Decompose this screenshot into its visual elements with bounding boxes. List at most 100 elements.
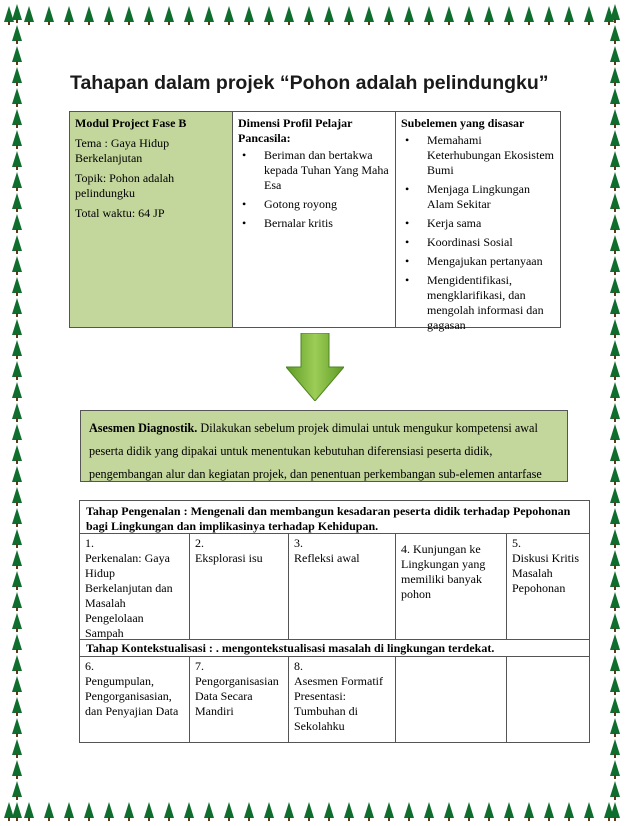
tree-icon [524, 802, 534, 822]
tahapan-table: Tahap Pengenalan : Mengenali dan membang… [79, 500, 590, 743]
tree-icon [484, 6, 494, 26]
tree-icon [610, 67, 620, 87]
step-cell [507, 657, 589, 743]
tree-icon [484, 802, 494, 822]
tree-icon [264, 802, 274, 822]
dimensi-heading: Dimensi Profil Pelajar Pancasila: [238, 116, 390, 146]
tree-icon [610, 550, 620, 570]
tree-icon [184, 802, 194, 822]
modul-cell: Modul Project Fase B Tema : Gaya Hidup B… [70, 112, 233, 327]
tree-icon [610, 487, 620, 507]
tree-icon [304, 802, 314, 822]
tree-icon [444, 6, 454, 26]
tree-icon [324, 6, 334, 26]
tree-icon [544, 802, 554, 822]
tree-icon [124, 802, 134, 822]
tree-icon [344, 802, 354, 822]
tree-icon [610, 214, 620, 234]
tree-icon [84, 6, 94, 26]
tree-icon [12, 130, 22, 150]
tree-icon [464, 802, 474, 822]
tree-icon [610, 781, 620, 801]
tree-icon [610, 88, 620, 108]
tree-icon [610, 46, 620, 66]
tree-icon [12, 466, 22, 486]
step-number: 3. [294, 536, 390, 551]
modul-heading: Modul Project Fase B [75, 116, 227, 131]
tree-icon [424, 802, 434, 822]
tree-icon [164, 6, 174, 26]
tree-icon [12, 46, 22, 66]
step-cell [396, 657, 507, 743]
tree-icon [64, 6, 74, 26]
subelemen-item: Kerja sama [421, 216, 555, 231]
tree-icon [564, 6, 574, 26]
step-text: Asesmen Formatif Presentasi: Tumbuhan di… [294, 674, 383, 733]
tree-icon [610, 235, 620, 255]
tree-icon [184, 6, 194, 26]
step-cell: 5.Diskusi Kritis Masalah Pepohonan [507, 534, 589, 639]
dimensi-cell: Dimensi Profil Pelajar Pancasila: Berima… [233, 112, 396, 327]
tree-icon [610, 592, 620, 612]
subelemen-item: Mengidentifikasi, mengklarifikasi, dan m… [421, 273, 555, 333]
tree-icon [610, 109, 620, 129]
tree-icon [610, 445, 620, 465]
tree-icon [12, 340, 22, 360]
subelemen-item: Mengajukan pertanyaan [421, 254, 555, 269]
tree-icon [610, 382, 620, 402]
tree-icon [524, 6, 534, 26]
tree-icon [12, 361, 22, 381]
modul-waktu: Total waktu: 64 JP [75, 206, 227, 221]
tree-icon [610, 655, 620, 675]
step-cell: 3.Refleksi awal [289, 534, 396, 639]
step-number: 8. [294, 659, 390, 674]
tree-icon [12, 781, 22, 801]
tree-icon [364, 802, 374, 822]
kontekstualisasi-steps-row: 6.Pengumpulan, Pengorganisasian, dan Pen… [80, 656, 589, 743]
tahap-kontekstualisasi-heading: Tahap Kontekstualisasi : . mengontekstua… [80, 639, 589, 656]
tree-icon [12, 424, 22, 444]
tree-icon [324, 802, 334, 822]
tree-icon [404, 6, 414, 26]
tree-icon [610, 130, 620, 150]
tree-icon [204, 6, 214, 26]
step-number: 5. [512, 536, 584, 551]
tree-icon [12, 487, 22, 507]
tree-icon [584, 802, 594, 822]
step-cell: 4. Kunjungan ke Lingkungan yang memiliki… [396, 534, 507, 639]
project-info-table: Modul Project Fase B Tema : Gaya Hidup B… [69, 111, 561, 328]
tree-icon [610, 298, 620, 318]
tree-icon [104, 802, 114, 822]
tree-icon [12, 655, 22, 675]
step-text: Pengorganisasian Data Secara Mandiri [195, 674, 279, 718]
tree-icon [12, 67, 22, 87]
tree-icon [444, 802, 454, 822]
tree-icon [12, 697, 22, 717]
tree-icon [284, 6, 294, 26]
tree-icon [610, 193, 620, 213]
tree-icon [12, 172, 22, 192]
tree-icon [164, 802, 174, 822]
subelemen-item: Menjaga Lingkungan Alam Sekitar [421, 182, 555, 212]
tree-icon [12, 718, 22, 738]
dimensi-item: Gotong royong [258, 197, 390, 212]
tree-icon [12, 256, 22, 276]
tree-icon [12, 193, 22, 213]
tree-icon [44, 802, 54, 822]
step-number: 1. [85, 536, 184, 551]
tree-icon [610, 529, 620, 549]
tree-icon [610, 340, 620, 360]
tree-icon [144, 802, 154, 822]
tree-icon [584, 6, 594, 26]
tree-icon [12, 676, 22, 696]
tree-icon [610, 697, 620, 717]
dimensi-item: Bernalar kritis [258, 216, 390, 231]
tree-icon [304, 6, 314, 26]
tree-icon [464, 6, 474, 26]
tahap-pengenalan-heading: Tahap Pengenalan : Mengenali dan membang… [80, 501, 589, 533]
down-arrow-icon [286, 333, 344, 401]
tree-icon [384, 802, 394, 822]
step-cell: 6.Pengumpulan, Pengorganisasian, dan Pen… [80, 657, 190, 743]
tree-icon [610, 256, 620, 276]
subelemen-item: Memahami Keterhubungan Ekosistem Bumi [421, 133, 555, 178]
